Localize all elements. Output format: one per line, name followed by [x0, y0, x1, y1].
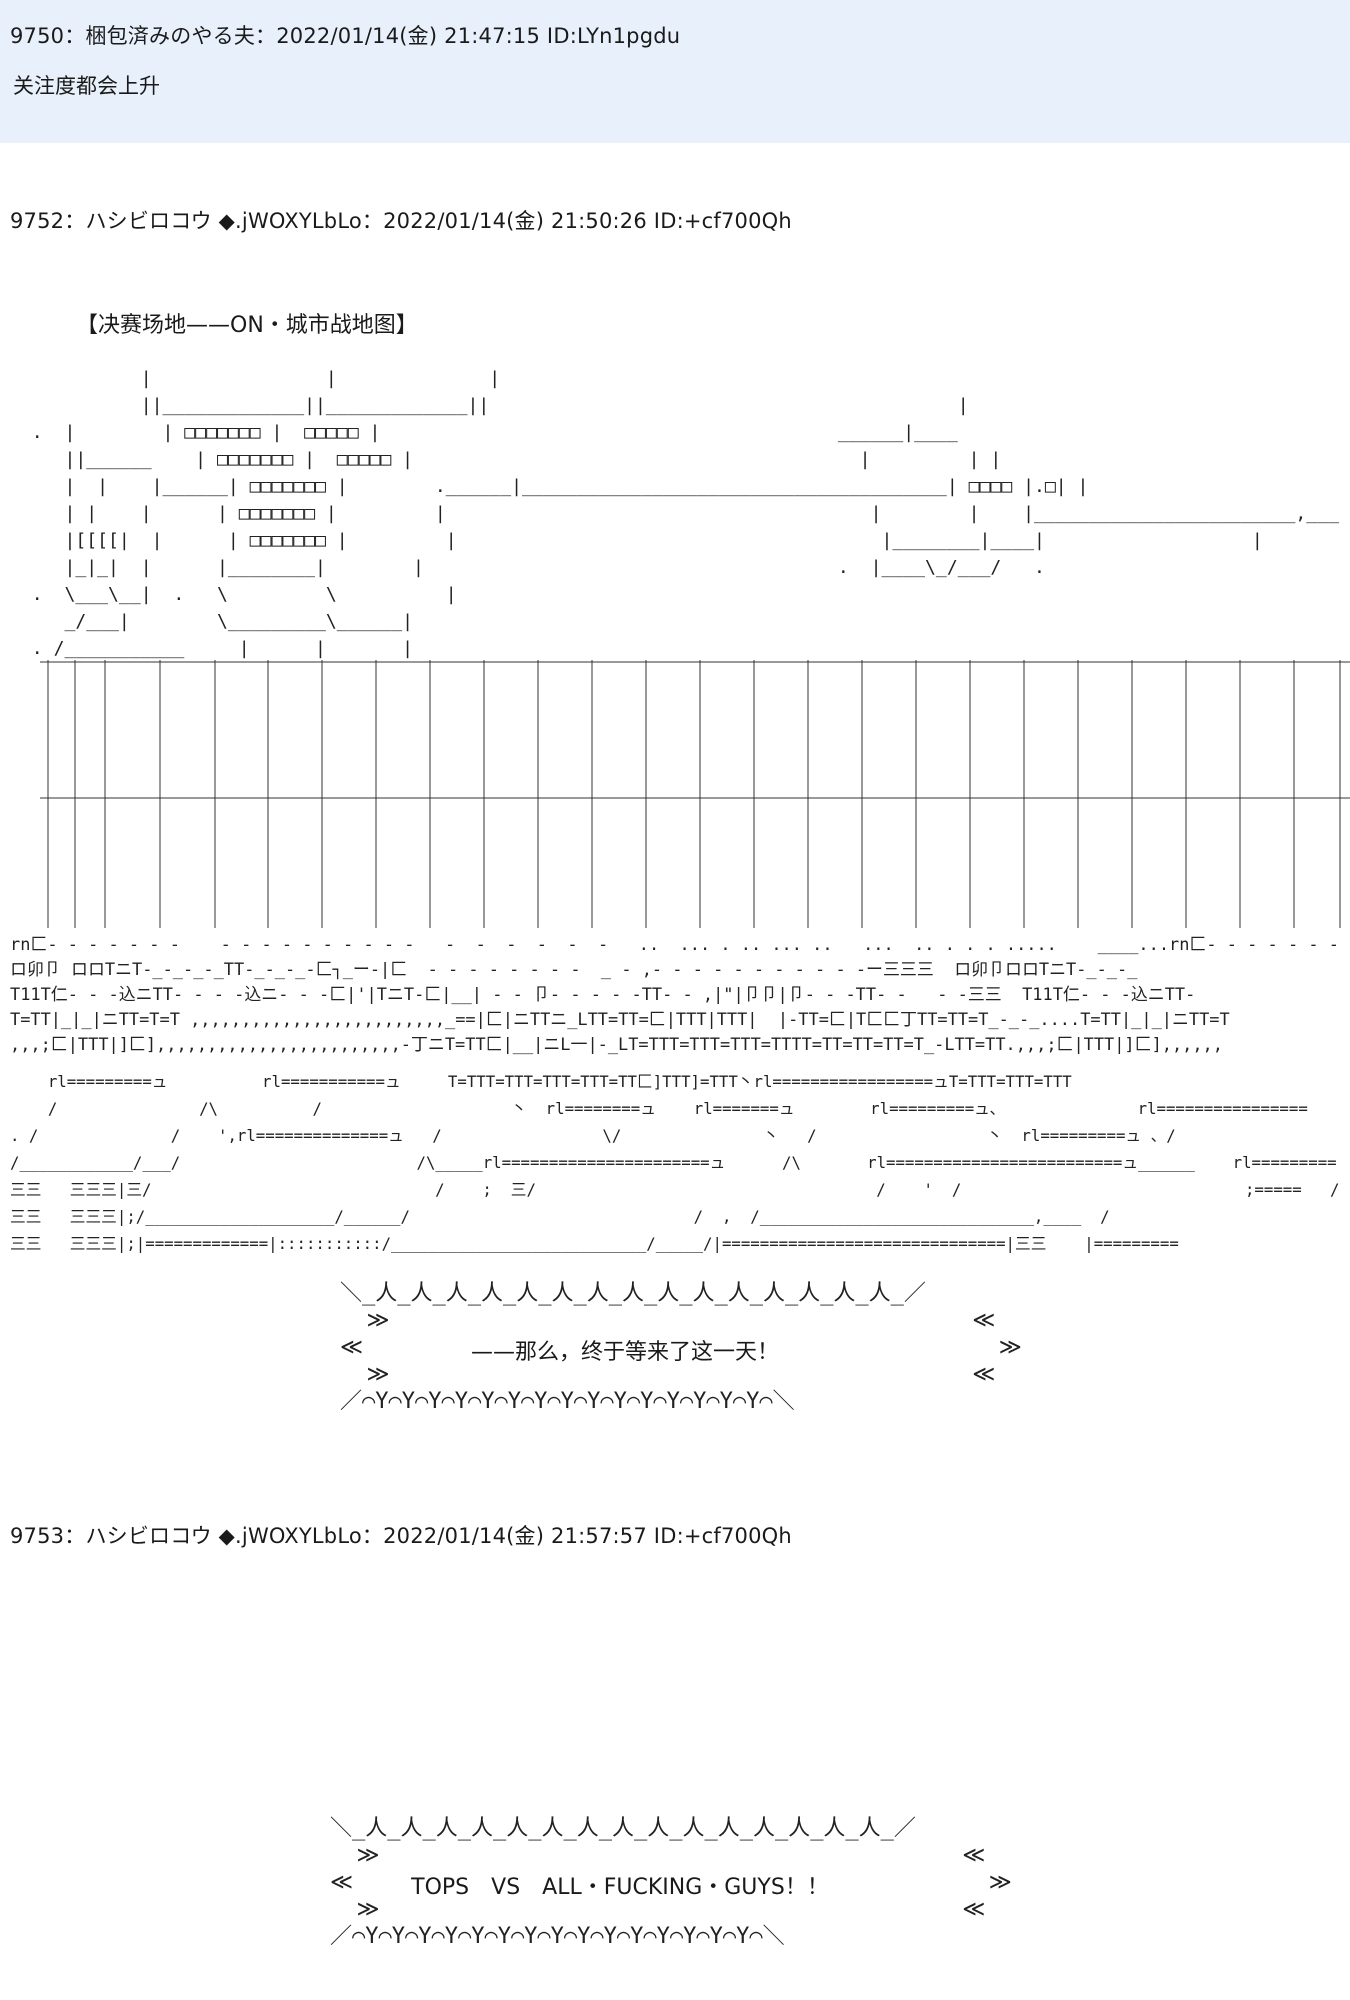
bubble-top-border: ＼_人_人_人_人_人_人_人_人_人_人_人_人_人_人_人_／: [340, 1281, 926, 1306]
post-9750: 9750：梱包済みのやる夫：2022/01/14(金) 21:47:15 ID:…: [0, 0, 1350, 143]
post-header: 9753：ハシビロコウ ◆.jWOXYLbLo：2022/01/14(金) 21…: [10, 1524, 792, 1548]
bubble-left-right-marks: ≪ ≫: [340, 1335, 1022, 1360]
bubble-bottom-border: ／⌒Y⌒Y⌒Y⌒Y⌒Y⌒Y⌒Y⌒Y⌒Y⌒Y⌒Y⌒Y⌒Y⌒Y⌒Y⌒＼: [330, 1924, 785, 1949]
city-grid-art: [40, 660, 1350, 928]
speech-bubble: ＼_人_人_人_人_人_人_人_人_人_人_人_人_人_人_人_／ ≫ ≪ ≪ …: [330, 1815, 1012, 1955]
ramps-art: rl=========ュ rl===========ュ T=TTT=TTT=TT…: [10, 1072, 1340, 1253]
speech-text: ——那么，终于等来了这一天！: [470, 1340, 779, 1365]
street-art: rn匚- - - - - - - - - - - - - - - - - - -…: [10, 934, 1339, 1054]
city-skyline-art: | | | ||_____________||_____________|| |…: [31, 368, 1339, 659]
speech-bubble: ＼_人_人_人_人_人_人_人_人_人_人_人_人_人_人_人_／ ≫ ≪ ≪ …: [340, 1280, 1022, 1420]
bubble-left-right-marks: ≫ ≪: [330, 1843, 986, 1868]
bubble-top-border: ＼_人_人_人_人_人_人_人_人_人_人_人_人_人_人_人_／: [330, 1816, 916, 1841]
post-body: 关注度都会上升: [13, 74, 160, 98]
map-title: 【决赛场地——ON・城市战地图】: [76, 313, 418, 338]
bubble-left-right-marks: ≫ ≪: [340, 1362, 996, 1387]
post-header: 9750：梱包済みのやる夫：2022/01/14(金) 21:47:15 ID:…: [10, 24, 681, 48]
bubble-bottom-border: ／⌒Y⌒Y⌒Y⌒Y⌒Y⌒Y⌒Y⌒Y⌒Y⌒Y⌒Y⌒Y⌒Y⌒Y⌒Y⌒＼: [340, 1389, 795, 1414]
bubble-left-right-marks: ≫ ≪: [330, 1897, 986, 1922]
post-header: 9752：ハシビロコウ ◆.jWOXYLbLo：2022/01/14(金) 21…: [10, 209, 792, 233]
bubble-left-right-marks: ≫ ≪: [340, 1308, 996, 1333]
speech-text: TOPS VS ALL・FUCKING・GUYS！！: [411, 1875, 829, 1900]
post-9752: 9752：ハシビロコウ ◆.jWOXYLbLo：2022/01/14(金) 21…: [0, 143, 1350, 1503]
bubble-left-right-marks: ≪ ≫: [330, 1870, 1012, 1895]
